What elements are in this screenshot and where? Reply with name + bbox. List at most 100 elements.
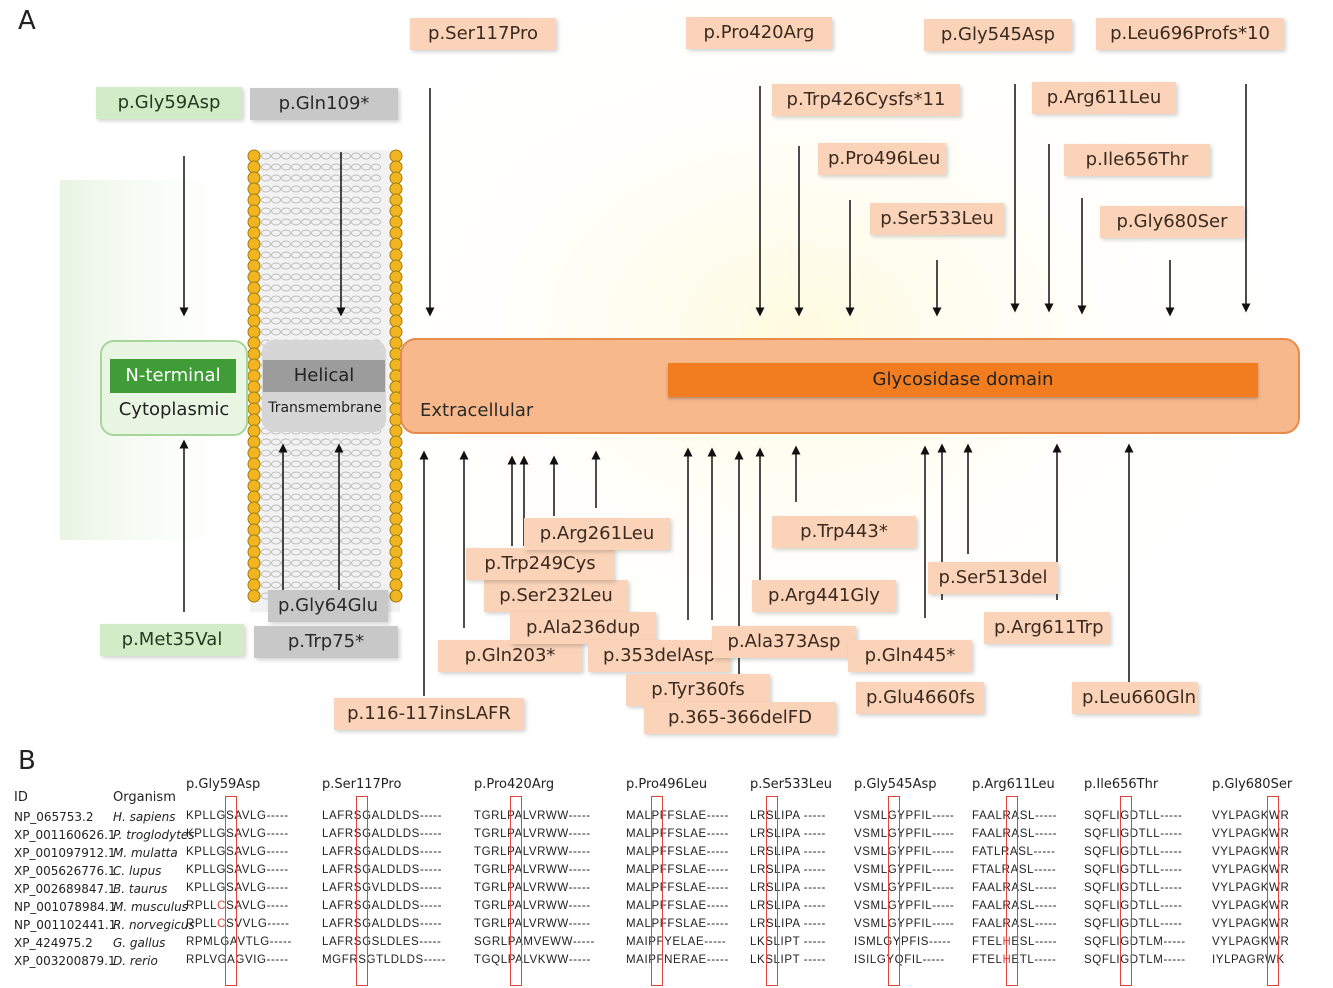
alignment-sequence-segment: VYLPAGKWR xyxy=(1212,810,1290,822)
alignment-sequence-segment: VYLPAGKWR xyxy=(1212,882,1290,894)
alignment-site-label: p.Gly545Asp xyxy=(854,777,937,792)
alignment-sequence-segment: IYLPAGRWK xyxy=(1212,954,1285,966)
alignment-sequence-segment: MALPFFSLAE----- xyxy=(626,918,729,930)
mutation-label: p.Trp249Cys xyxy=(466,548,614,580)
mutation-label: p.Met35Val xyxy=(100,624,244,656)
alignment-sequence-segment: RPLLCSVVLG----- xyxy=(186,918,290,930)
alignment-sequence-segment: RPMLGAVTLG----- xyxy=(186,936,292,948)
conserved-site-highlight xyxy=(1006,796,1018,986)
mutation-label: p.Gly64Glu xyxy=(268,590,388,622)
alignment-sequence-segment: SQFLIGDTLL----- xyxy=(1084,918,1183,930)
alignment-sequence-segment: LRSLIPA ----- xyxy=(750,882,826,894)
mutation-label: p.Ala373Asp xyxy=(712,626,856,658)
alignment-row-organism: M. mulatta xyxy=(113,846,178,860)
mutation-label: p.353delAsp xyxy=(588,640,730,672)
alignment-sequence-segment: VSMLGYPFIL----- xyxy=(854,882,955,894)
glycosidase-domain: Glycosidase domain xyxy=(668,363,1258,397)
panel-label-a: A xyxy=(18,6,36,36)
alignment-row-id: NP_001078984.1 xyxy=(14,900,117,914)
alignment-row-id: XP_002689847.1 xyxy=(14,882,116,896)
alignment-site-label: p.Pro420Arg xyxy=(474,777,555,792)
alignment-row-organism: C. lupus xyxy=(113,864,162,878)
alignment-sequence-segment: MAIPFYELAE----- xyxy=(626,936,727,948)
alignment-sequence-segment: MALPFFSLAE----- xyxy=(626,846,729,858)
alignment-sequence-segment: VYLPAGKWR xyxy=(1212,936,1290,948)
n-terminal-label: N-terminal xyxy=(110,359,236,393)
mutation-label: p.116-117insLAFR xyxy=(334,698,524,730)
alignment-sequence-segment: FAALRASL----- xyxy=(972,810,1058,822)
alignment-row-id: XP_001097912.1 xyxy=(14,846,116,860)
alignment-sequence-segment: SQFLIGDTLL----- xyxy=(1084,846,1183,858)
alignment-row-organism: D. rerio xyxy=(113,954,158,968)
mutation-label: p.Pro420Arg xyxy=(686,17,832,49)
alignment-sequence-segment: TGRLPALVRWW----- xyxy=(474,900,591,912)
alignment-row-organism: B. taurus xyxy=(113,882,168,896)
alignment-row-id: XP_424975.2 xyxy=(14,936,93,950)
alignment-sequence-segment: KPLLGSAVLG----- xyxy=(186,864,289,876)
alignment-sequence-segment: SQFLIGDTLL----- xyxy=(1084,828,1183,840)
mutation-label: p.Glu4660fs xyxy=(856,682,984,714)
alignment-sequence-segment: LAFRSGSLDLES----- xyxy=(322,936,442,948)
alignment-sequence-segment: LAFRSGALDLDS----- xyxy=(322,900,443,912)
alignment-sequence-segment: VYLPAGKWR xyxy=(1212,900,1290,912)
alignment-row-id: XP_001160626.1 xyxy=(14,828,116,842)
alignment-row-id: XP_003200879.1 xyxy=(14,954,116,968)
mutation-label: p.Tyr360fs xyxy=(626,674,770,706)
alignment-sequence-segment: LRSLIPA ----- xyxy=(750,900,826,912)
alignment-sequence-segment: VSMLGYPFIL----- xyxy=(854,828,955,840)
alignment-site-label: p.Pro496Leu xyxy=(626,777,708,792)
alignment-site-label: p.Ser533Leu xyxy=(750,777,833,792)
mutation-label: p.Trp426Cysfs*11 xyxy=(772,84,960,116)
alignment-sequence-segment: TGRLPALVRWW----- xyxy=(474,864,591,876)
alignment-sequence-segment: LAFRSGALDLDS----- xyxy=(322,846,443,858)
alignment-sequence-segment: LAFRSGVLDLDS----- xyxy=(322,882,443,894)
alignment-sequence-segment: MAIPFNERAE----- xyxy=(626,954,729,966)
alignment-sequence-segment: MALPFFSLAE----- xyxy=(626,810,729,822)
alignment-sequence-segment: MALPFFSLAE----- xyxy=(626,900,729,912)
mutation-label: p.Leu660Gln xyxy=(1072,682,1198,714)
alignment-sequence-segment: LRSLIPA ----- xyxy=(750,864,826,876)
mutation-label: p.Gly59Asp xyxy=(96,87,242,119)
alignment-site-label: p.Ser117Pro xyxy=(322,777,402,792)
alignment-sequence-segment: LRSLIPA ----- xyxy=(750,846,826,858)
alignment-sequence-segment: FATLRASL----- xyxy=(972,846,1056,858)
mutation-label: p.365-366delFD xyxy=(644,702,836,734)
alignment-row-organism: P. troglodytes xyxy=(113,828,195,842)
alignment-sequence-segment: VSMLGYPFIL----- xyxy=(854,846,955,858)
alignment-sequence-segment: SQFLIGDTLL----- xyxy=(1084,882,1183,894)
alignment-site-label: p.Gly59Asp xyxy=(186,777,261,792)
mutation-label: p.Ala236dup xyxy=(510,612,656,644)
alignment-sequence-segment: KPLLGSAVLG----- xyxy=(186,828,289,840)
mutation-label: p.Pro496Leu xyxy=(818,143,946,175)
alignment-site-label: p.Ile656Thr xyxy=(1084,777,1159,792)
alignment-sequence-segment: VYLPAGKWR xyxy=(1212,864,1290,876)
mutation-label: p.Gln203* xyxy=(438,640,582,672)
alignment-sequence-segment: TGRLPALVRWW----- xyxy=(474,828,591,840)
conserved-site-highlight xyxy=(1120,796,1132,986)
alignment-sequence-segment: VSMLGYPFIL----- xyxy=(854,918,955,930)
mutation-label: p.Gln109* xyxy=(250,88,398,120)
alignment-sequence-segment: KPLLGSAVLG----- xyxy=(186,846,289,858)
alignment-sequence-segment: FTALRASL----- xyxy=(972,864,1057,876)
id-column-header: ID xyxy=(14,790,28,805)
conserved-site-highlight xyxy=(356,796,368,986)
alignment-sequence-segment: LRSLIPA ----- xyxy=(750,918,826,930)
alignment-sequence-segment: TGRLPALVRWW----- xyxy=(474,918,591,930)
alignment-sequence-segment: RPLVGAGVIG----- xyxy=(186,954,289,966)
alignment-sequence-segment: LKSLIPT ----- xyxy=(750,936,826,948)
alignment-sequence-segment: FAALRASL----- xyxy=(972,900,1058,912)
conserved-site-highlight xyxy=(509,796,522,986)
mutation-label: p.Gly545Asp xyxy=(924,19,1072,51)
mutation-label: p.Ser513del xyxy=(928,562,1058,594)
alignment-sequence-segment: VSMLGYPFIL----- xyxy=(854,864,955,876)
mutation-label: p.Leu696Profs*10 xyxy=(1096,18,1284,50)
alignment-sequence-segment: LAFRSGALDLDS----- xyxy=(322,810,443,822)
alignment-sequence-segment: VYLPAGKWR xyxy=(1212,846,1290,858)
alignment-sequence-segment: SQFLIGDTLL----- xyxy=(1084,810,1183,822)
alignment-sequence-segment: MALPFFSLAE----- xyxy=(626,882,729,894)
alignment-row-id: XP_005626776.1 xyxy=(14,864,116,878)
alignment-sequence-segment: SQFLIGDTLM----- xyxy=(1084,936,1186,948)
alignment-sequence-segment: RPLLCSAVLG----- xyxy=(186,900,289,912)
alignment-sequence-segment: SQFLIGDTLL----- xyxy=(1084,864,1183,876)
